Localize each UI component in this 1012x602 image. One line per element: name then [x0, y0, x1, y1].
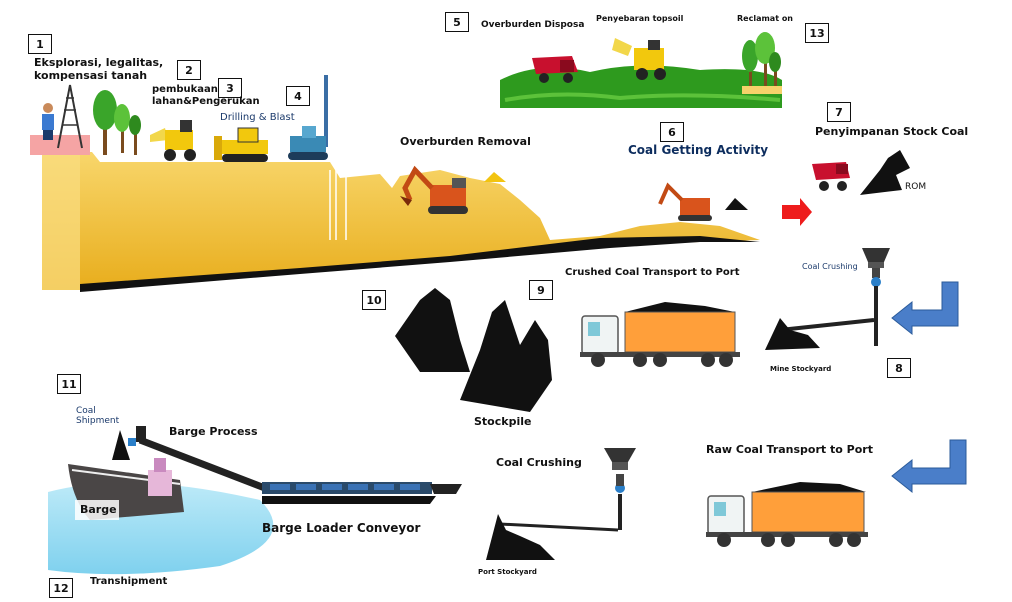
label-exploration: Eksplorasi, legalitas, kompensasi tanah [34, 56, 164, 82]
dump-truck-icon [532, 56, 578, 83]
raw-coal-truck-icon [706, 482, 868, 547]
label-coal-crushing-mine: Coal Crushing [802, 262, 858, 271]
label-barge-loader: Barge Loader Conveyor [262, 521, 421, 535]
step-number-8: 8 [887, 358, 911, 378]
step-number-6: 6 [660, 122, 684, 142]
label-coal-crushing-port: Coal Crushing [496, 456, 582, 469]
mine-conveyor [779, 318, 875, 332]
drill-rig-icon [288, 75, 328, 160]
bulldozer-icon [214, 127, 268, 162]
reclamation-trees-icon [742, 32, 782, 94]
label-reclamation: Reclamat on [737, 14, 794, 23]
step-number-10: 10 [362, 290, 386, 310]
barge-loader-conveyor-icon [128, 426, 462, 504]
label-stockpile: Stockpile [474, 415, 532, 428]
step-number-13: 13 [805, 23, 829, 43]
label-transhipment: Transhipment [90, 576, 168, 587]
exploration-rig-icon [42, 84, 83, 149]
label-rom: ROM [905, 182, 927, 192]
label-land-clearing: pembukaan lahan&Pengerukan [152, 84, 260, 107]
red-arrow-icon [782, 198, 812, 226]
coal-ship-icon [68, 430, 184, 520]
label-port-stockyard: Port Stockyard [478, 568, 537, 576]
rom-coal-pile [860, 150, 910, 195]
step-number-9: 9 [529, 280, 553, 300]
label-barge-process: Barge Process [169, 425, 258, 438]
coal-excavator-icon [658, 182, 748, 221]
mine-ground [30, 135, 760, 292]
label-overburden-removal: Overburden Removal [400, 135, 531, 148]
label-topsoil: Penyebaran topsoil [596, 14, 684, 23]
label-barge: Barge [80, 503, 117, 516]
step-number-4: 4 [286, 86, 310, 106]
label-raw-transport: Raw Coal Transport to Port [706, 443, 873, 456]
port-crusher-icon [604, 448, 636, 530]
stock-dump-truck-icon [812, 162, 850, 191]
topsoil-loader-icon [612, 38, 666, 80]
label-drilling-blast: Drilling & Blast [220, 112, 295, 123]
label-overburden-disposal: Overburden Disposa [481, 20, 585, 30]
port-conveyor [499, 522, 619, 532]
blue-arrow-lower-icon [891, 439, 967, 494]
step-number-11: 11 [57, 374, 81, 394]
trees-icon [93, 90, 141, 155]
step-number-2: 2 [177, 60, 201, 80]
wheel-loader-icon [150, 120, 196, 161]
mine-stockyard-pile [765, 318, 820, 350]
overburden-pile [484, 172, 506, 182]
step-number-1: 1 [28, 34, 52, 54]
blue-arrow-upper-icon [891, 281, 959, 336]
stockpile-icon [395, 288, 552, 412]
step-number-5: 5 [445, 12, 469, 32]
label-crushed-transport: Crushed Coal Transport to Port [565, 267, 740, 278]
excavator-icon [400, 165, 468, 214]
step-number-12: 12 [49, 578, 73, 598]
step-number-7: 7 [827, 102, 851, 122]
crushed-coal-truck-icon [580, 302, 740, 367]
port-stockyard-pile [486, 514, 555, 560]
mine-crusher-icon [862, 248, 890, 346]
label-stock-coal: Penyimpanan Stock Coal [815, 125, 969, 138]
label-coal-getting: Coal Getting Activity [628, 143, 769, 157]
label-coal-shipment: Coal Shipment [76, 406, 120, 427]
step-number-3: 3 [218, 78, 242, 98]
label-mine-stockyard: Mine Stockyard [770, 365, 832, 373]
